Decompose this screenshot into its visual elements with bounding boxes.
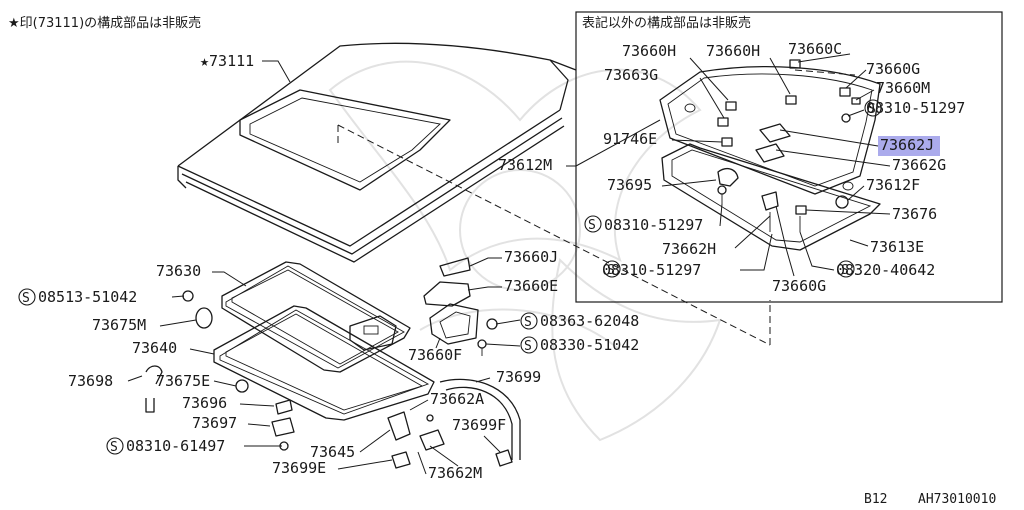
label-08363-62048[interactable]: 08363-62048 (540, 312, 639, 330)
label-73695[interactable]: 73695 (607, 176, 652, 194)
label-73660H-2[interactable]: 73660H (706, 42, 760, 60)
s-symbol-text: S (22, 291, 30, 306)
s-symbol-text: S (524, 339, 532, 354)
figure-code: AH73010010 (918, 492, 996, 507)
label-73699[interactable]: 73699 (496, 368, 541, 386)
inset-leaders (566, 53, 891, 277)
label-73630[interactable]: 73630 (156, 262, 201, 280)
roof-panel-drawing (177, 42, 577, 263)
highlight-73662J (878, 136, 940, 156)
subassembly-box (575, 11, 1003, 303)
label-08513-51042[interactable]: 08513-51042 (38, 288, 137, 306)
label-08310-51297-top[interactable]: 08310-51297 (866, 99, 965, 117)
sunroof-frame-drawing (213, 261, 435, 421)
label-73696[interactable]: 73696 (182, 394, 227, 412)
label-73697[interactable]: 73697 (192, 414, 237, 432)
label-73699F[interactable]: 73699F (452, 416, 506, 434)
label-73660C[interactable]: 73660C (788, 40, 842, 58)
label-08320-40642[interactable]: 08320-40642 (836, 261, 935, 279)
label-73645[interactable]: 73645 (310, 443, 355, 461)
s-symbol-text: S (110, 440, 118, 455)
seal-frame-drawing (661, 143, 881, 251)
s-symbol-text: S (524, 315, 532, 330)
label-73640[interactable]: 73640 (132, 339, 177, 357)
label-73660M[interactable]: 73660M (876, 79, 930, 97)
glass-lid-drawing (659, 59, 881, 195)
label-08310-51297-mid[interactable]: 08310-51297 (604, 216, 703, 234)
label-73675M[interactable]: 73675M (92, 316, 146, 334)
label-73111[interactable]: ★73111 (200, 52, 254, 70)
label-73613E[interactable]: 73613E (870, 238, 924, 256)
s-symbol-icon (18, 288, 36, 306)
s-symbol-text: S (868, 102, 876, 117)
label-73660F[interactable]: 73660F (408, 346, 462, 364)
s-symbol-icon (603, 260, 621, 278)
s-symbol-icon (837, 260, 855, 278)
label-73663G[interactable]: 73663G (604, 66, 658, 84)
label-08330-51042[interactable]: 08330-51042 (540, 336, 639, 354)
label-08310-61497[interactable]: 08310-61497 (126, 437, 225, 455)
label-73660G-top[interactable]: 73660G (866, 60, 920, 78)
s-symbol-icon (520, 336, 538, 354)
s-symbol-icon (520, 312, 538, 330)
background-watermark (328, 60, 722, 442)
s-symbol-text: S (841, 263, 849, 278)
label-73660H-1[interactable]: 73660H (622, 42, 676, 60)
label-73660G-low[interactable]: 73660G (772, 277, 826, 295)
label-73662H[interactable]: 73662H (662, 240, 716, 258)
page-code: B12 (864, 492, 887, 507)
label-73660E[interactable]: 73660E (504, 277, 558, 295)
label-73699E[interactable]: 73699E (272, 459, 326, 477)
s-symbol-text: S (607, 263, 615, 278)
s-symbol-text: S (588, 218, 596, 233)
leader-73111 (262, 60, 291, 83)
label-73698[interactable]: 73698 (68, 372, 113, 390)
label-73662J[interactable]: 73662J (880, 136, 934, 154)
lower-leaders (127, 257, 521, 475)
label-73612F[interactable]: 73612F (866, 176, 920, 194)
label-91746E[interactable]: 91746E (603, 130, 657, 148)
drain-hose-drawing (387, 378, 521, 469)
label-08310-51297-low[interactable]: 08310-51297 (602, 261, 701, 279)
assembly-line-1 (337, 124, 771, 346)
rail-parts-drawing (423, 257, 498, 356)
label-73662G[interactable]: 73662G (892, 156, 946, 174)
s-symbol-icon (584, 215, 602, 233)
label-73676[interactable]: 73676 (892, 205, 937, 223)
star-note: ★印(73111)の構成部品は非販売 (8, 15, 201, 31)
box-note: 表記以外の構成部品は非販売 (582, 15, 751, 31)
label-73662M[interactable]: 73662M (428, 464, 482, 482)
label-73612M[interactable]: 73612M (498, 156, 552, 174)
s-symbol-icon (864, 99, 882, 117)
label-73662A[interactable]: 73662A (430, 390, 484, 408)
label-73660J[interactable]: 73660J (504, 248, 558, 266)
s-symbol-icon (106, 437, 124, 455)
label-73675E[interactable]: 73675E (156, 372, 210, 390)
